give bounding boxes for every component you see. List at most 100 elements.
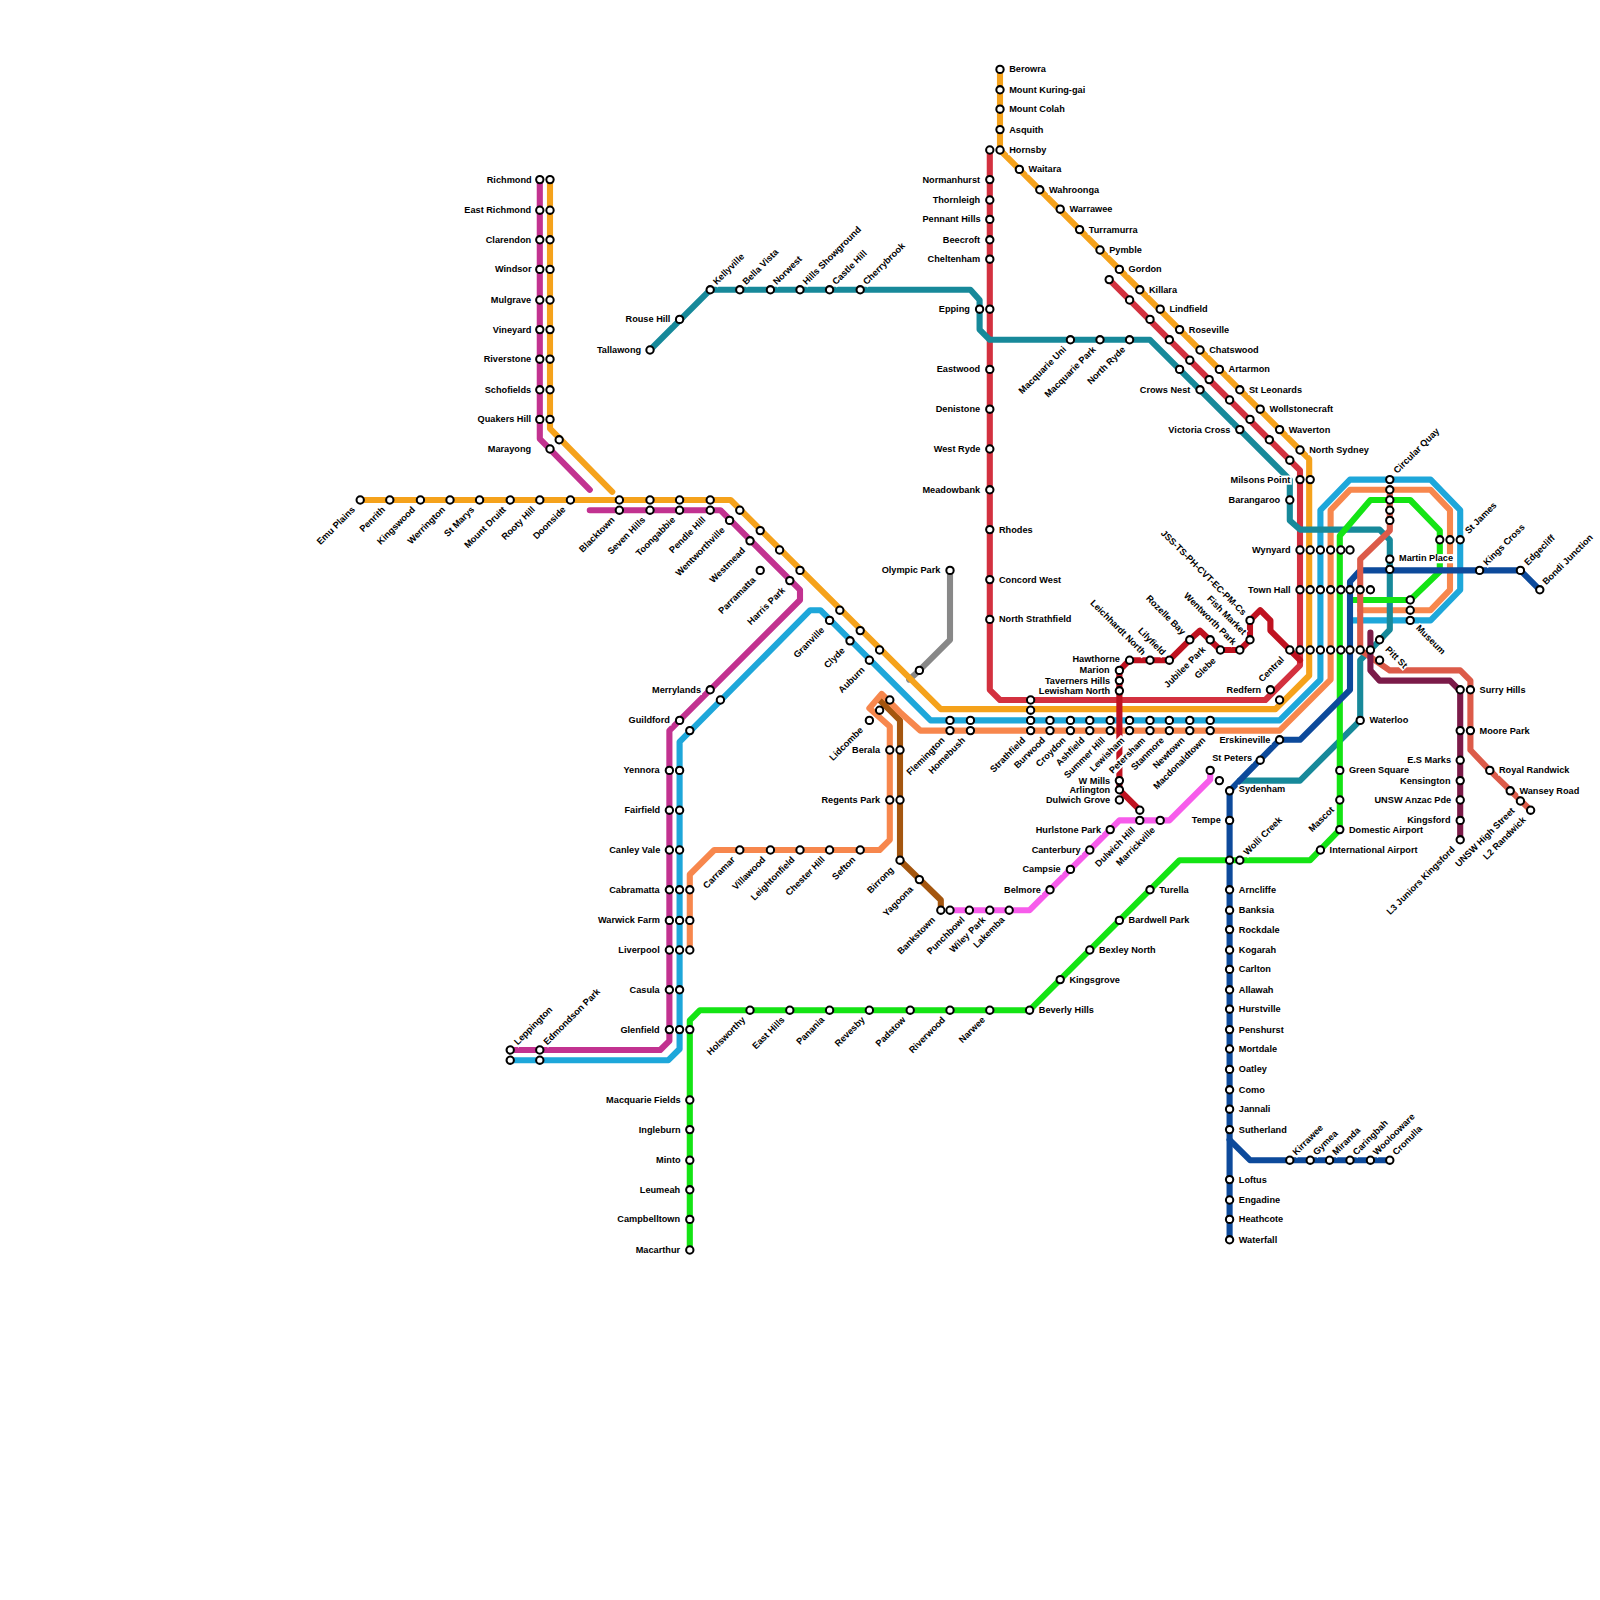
station-label: Rozelle Bay [1143, 593, 1188, 638]
station-dot [796, 567, 803, 574]
station-label: Killara [1148, 285, 1178, 295]
station-dot [1226, 986, 1233, 993]
station-label: Hurlstone Park [1035, 825, 1102, 835]
station-dot [686, 1157, 693, 1164]
station-label: Edgecliff [1522, 532, 1558, 568]
station-dot [776, 546, 783, 553]
station-dot [507, 1046, 514, 1053]
station-dot [866, 717, 873, 724]
station-dot [476, 496, 483, 503]
station-dot [1226, 966, 1233, 973]
station-dot [946, 1007, 953, 1014]
station-dot [686, 946, 693, 953]
rail-line [1370, 633, 1460, 840]
station-dot [966, 907, 973, 914]
station-dot [767, 286, 774, 293]
station-dot [1186, 357, 1193, 364]
station-label: Lidcombe [827, 724, 866, 763]
station-dot [1116, 786, 1123, 793]
station-label: Eastwood [936, 365, 981, 375]
station-dot [536, 1046, 543, 1053]
station-label: Turramurra [1088, 225, 1139, 235]
station-label: Kingsgrove [1068, 975, 1121, 985]
station-label: Padstow [874, 1014, 909, 1049]
station-dot [1346, 646, 1353, 653]
station-dot [1286, 1157, 1293, 1164]
station-dot [1216, 366, 1223, 373]
station-dot [1296, 646, 1303, 653]
station-dot [796, 286, 803, 293]
station-label: Waverton [1288, 425, 1332, 435]
station-dot [986, 526, 993, 533]
station-label: St Peters [1211, 754, 1253, 764]
station-label: Regents Park [820, 795, 881, 805]
station-label: International Airport [1329, 845, 1419, 855]
station-dot [1286, 646, 1293, 653]
station-dot [357, 496, 364, 503]
station-dot [666, 846, 673, 853]
station-dot [1126, 296, 1133, 303]
station-label: Mascot [1306, 804, 1337, 835]
station-dot [707, 496, 714, 503]
station-dot [1226, 1066, 1233, 1073]
station-dot [1376, 636, 1383, 643]
station-label: Erskineville [1218, 735, 1271, 745]
station-dot [1207, 727, 1214, 734]
station-label: Rhodes [998, 525, 1034, 535]
station-dot [1536, 586, 1543, 593]
station-dot [1336, 826, 1343, 833]
station-label: Clyde [822, 645, 848, 671]
station-dot [1067, 717, 1074, 724]
station-dot [1186, 717, 1193, 724]
station-dot [536, 416, 543, 423]
station-dot [896, 746, 903, 753]
station-dot [666, 886, 673, 893]
station-dot [1337, 646, 1344, 653]
station-dot [1016, 166, 1023, 173]
station-dot [1307, 646, 1314, 653]
station-label: Barangaroo [1228, 495, 1282, 505]
station-dot [946, 567, 953, 574]
station-label: Milsons Point [1230, 475, 1292, 485]
station-dot [1027, 707, 1034, 714]
station-label: Lindfield [1168, 305, 1208, 315]
station-label: Leumeah [639, 1185, 681, 1195]
station-label: Wansey Road [1518, 786, 1580, 796]
station-dot [1176, 326, 1183, 333]
station-dot [1246, 636, 1253, 643]
station-label: Meadowbank [921, 485, 981, 495]
station-label: Olympic Park [881, 566, 942, 576]
station-label: Hornsby [1008, 145, 1047, 155]
rail-line [909, 570, 950, 679]
station-label: Hawthorne [1071, 655, 1121, 665]
station-label: Kensington [1399, 776, 1452, 786]
station-dot [1226, 907, 1233, 914]
station-dot [1057, 976, 1064, 983]
station-dot [1257, 406, 1264, 413]
station-dot [886, 796, 893, 803]
station-dot [786, 577, 793, 584]
station-label: Revesby [833, 1014, 868, 1049]
station-label: Penshurst [1238, 1025, 1285, 1035]
station-label: Minto [655, 1156, 682, 1166]
station-dot [1267, 686, 1274, 693]
station-dot [1186, 636, 1193, 643]
station-label: Chatswood [1208, 345, 1260, 355]
station-dot [1196, 346, 1203, 353]
station-dot [446, 496, 453, 503]
station-dot [1236, 426, 1243, 433]
rail-line [690, 490, 1450, 950]
rail-line [1119, 610, 1300, 810]
station-label: Riverwood [907, 1014, 948, 1055]
station-label: Campsie [1021, 865, 1061, 875]
station-label: Marayong [487, 444, 532, 454]
station-dot [1457, 686, 1464, 693]
station-dot [986, 576, 993, 583]
station-dot [1046, 727, 1053, 734]
station-dot [536, 266, 543, 273]
station-dot [1337, 586, 1344, 593]
station-dot [1226, 1026, 1233, 1033]
station-dot [666, 986, 673, 993]
